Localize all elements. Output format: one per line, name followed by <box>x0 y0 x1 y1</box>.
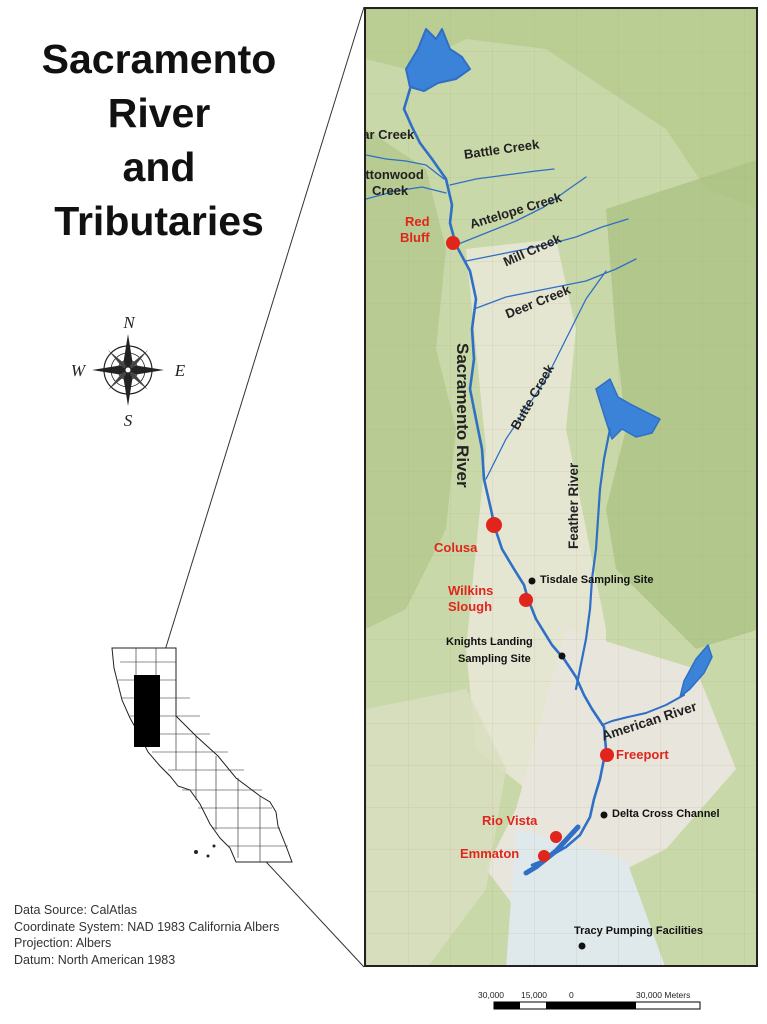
label-red-bluff-line1: Red <box>405 214 430 229</box>
label-wilkins-line1: Wilkins <box>448 583 494 598</box>
data-source: Data Source: CalAtlas <box>14 903 137 917</box>
sacramento-river-line <box>402 87 608 867</box>
projection: Projection: Albers <box>14 936 112 950</box>
coordinate-system: Coordinate System: NAD 1983 California A… <box>14 919 280 934</box>
lake-oroville <box>595 378 661 440</box>
label-cottonwood-line2: Creek <box>372 183 409 198</box>
feather-river-line <box>574 427 612 691</box>
delta-cross-channel-marker[interactable] <box>600 811 608 819</box>
label-feather-river: Feather River <box>566 462 581 549</box>
scale-label-0: 0 <box>569 990 574 1000</box>
emmaton-marker[interactable] <box>538 850 550 862</box>
compass-s: S <box>124 411 133 430</box>
rio-vista-marker[interactable] <box>550 831 562 843</box>
label-rio-vista: Rio Vista <box>482 813 538 828</box>
title-line-3: and <box>122 144 196 190</box>
study-area-box <box>134 675 160 747</box>
compass-n: N <box>122 313 136 332</box>
label-clear-creek: Clear Creek <box>366 127 415 142</box>
label-knights-line1: Knights Landing <box>446 636 533 648</box>
label-red-bluff: Red Bluff <box>400 214 430 246</box>
compass-rose-icon <box>92 334 164 406</box>
datum: Datum: North American 1983 <box>14 952 176 967</box>
zoom-line-top <box>161 6 365 661</box>
label-knights-landing: Knights Landing Sampling Site <box>446 634 533 668</box>
compass-e: E <box>174 361 186 380</box>
label-cottonwood-line1: Cottonwood <box>365 167 424 182</box>
label-wilkins-slough: Wilkins Slough <box>448 583 493 615</box>
main-map[interactable]: Clear Creek Battle Creek Cottonwood Cree… <box>364 7 758 967</box>
scale-label-30000-meters: 30,000 Meters <box>636 990 691 1000</box>
label-wilkins-line2: Slough <box>448 599 493 614</box>
knights-landing-site-marker[interactable] <box>558 652 566 660</box>
map-title: Sacramento River and Tributaries <box>14 32 304 248</box>
compass-w: W <box>71 361 87 380</box>
label-delta-cross-channel: Delta Cross Channel <box>612 808 720 820</box>
lake-shasta <box>405 28 471 92</box>
title-line-1: Sacramento <box>41 36 277 82</box>
scale-label-15000: 15,000 <box>521 990 547 1000</box>
tisdale-site-marker[interactable] <box>528 577 536 585</box>
colusa-marker[interactable] <box>486 517 502 533</box>
folsom-lake <box>679 644 713 698</box>
scale-bar <box>493 1001 701 1010</box>
label-cottonwood-creek: Cottonwood Creek <box>365 167 424 199</box>
map-canvas <box>366 9 756 965</box>
tracy-pumping-marker[interactable] <box>578 942 586 950</box>
label-knights-line2: Sampling Site <box>458 653 531 665</box>
california-outline <box>111 647 293 863</box>
label-red-bluff-line2: Bluff <box>400 230 430 245</box>
label-tracy: Tracy Pumping Facilities <box>574 925 703 937</box>
label-colusa: Colusa <box>434 540 478 555</box>
scale-label-30000-left: 30,000 <box>478 990 504 1000</box>
label-sacramento-river: Sacramento River <box>453 343 472 488</box>
label-tisdale: Tisdale Sampling Site <box>540 574 654 586</box>
red-bluff-marker[interactable] <box>446 236 460 250</box>
data-info: Data Source: CalAtlas Coordinate System:… <box>14 902 279 968</box>
title-line-2: River <box>107 90 211 136</box>
freeport-marker[interactable] <box>600 748 614 762</box>
label-freeport: Freeport <box>616 747 669 762</box>
title-line-4: Tributaries <box>54 198 264 244</box>
label-emmaton: Emmaton <box>460 846 520 861</box>
wilkins-slough-marker[interactable] <box>519 593 533 607</box>
american-river-line <box>601 694 685 726</box>
